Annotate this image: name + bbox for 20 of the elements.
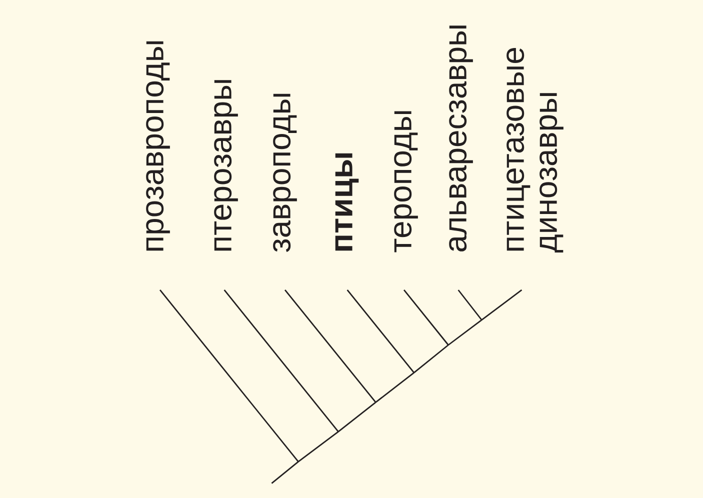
taxon-label: птицы — [335, 153, 359, 251]
trunk-line — [481, 289, 522, 321]
trunk-line — [271, 461, 299, 484]
taxon-label: птицетазовые динозавры — [506, 48, 564, 252]
branch-line — [403, 290, 449, 346]
branch-line — [346, 290, 415, 374]
branch-line — [159, 290, 299, 462]
taxon-label: альваресзавры — [449, 26, 473, 252]
taxon-label: птерозавры — [214, 80, 238, 251]
taxon-label: завроподы — [273, 94, 297, 252]
branch-line — [458, 290, 482, 320]
trunk-line — [448, 319, 482, 346]
trunk-line — [414, 344, 449, 374]
branch-line — [224, 290, 339, 432]
trunk-line — [298, 431, 339, 462]
trunk-line — [338, 402, 376, 432]
taxon-label: прозавроподы — [146, 41, 170, 251]
branch-line — [284, 290, 376, 403]
trunk-line — [375, 372, 414, 403]
taxon-label: тероподы — [394, 111, 418, 252]
